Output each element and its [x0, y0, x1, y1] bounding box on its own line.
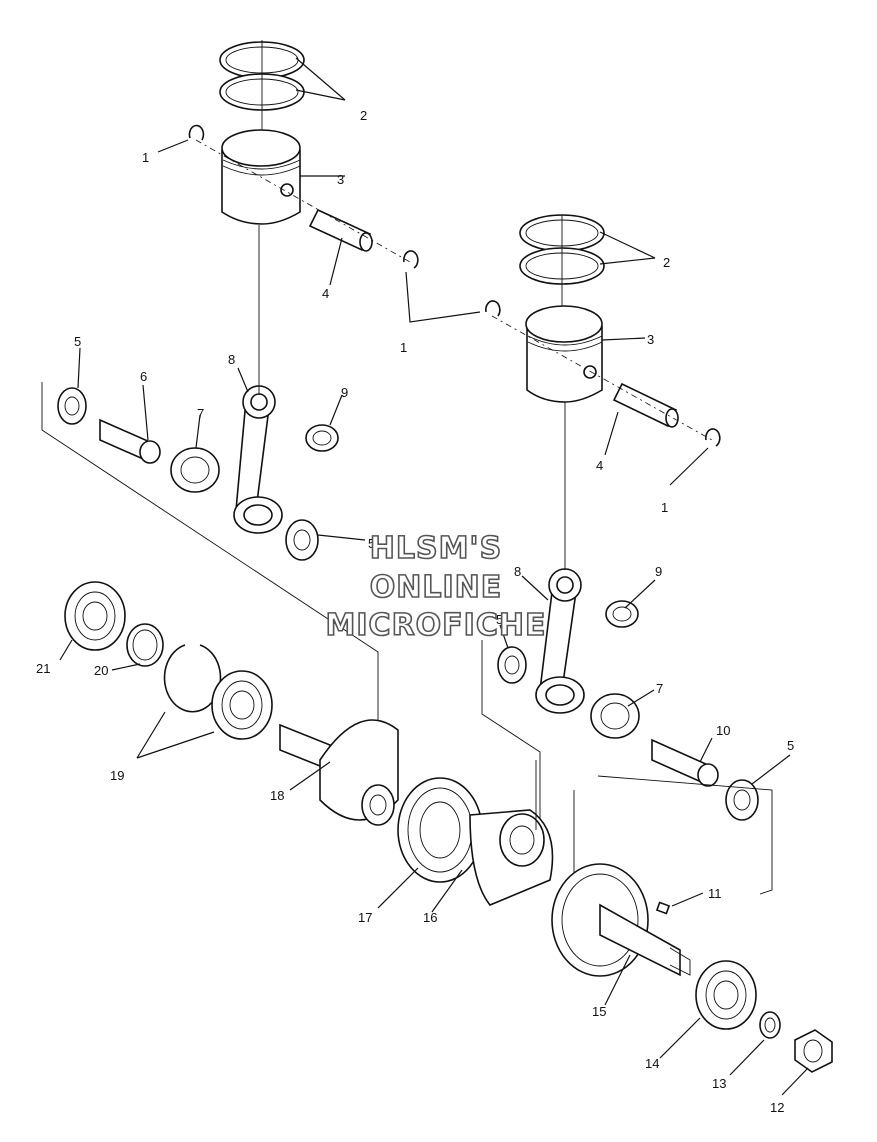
callout-label: 2 — [360, 108, 367, 123]
main-bearing-left-inner — [211, 670, 273, 740]
circlip-mid — [485, 300, 501, 317]
watermark-line-3: MICROFICHE — [326, 608, 547, 643]
callout-label: 5 — [368, 536, 375, 551]
callout-label: 6 — [140, 369, 147, 384]
callout-label: 9 — [341, 385, 348, 400]
callout-label: 15 — [592, 1004, 606, 1019]
hex-nut — [794, 1029, 833, 1073]
callout-label: 21 — [36, 661, 50, 676]
callout-label: 2 — [663, 255, 670, 270]
lock-washer — [759, 1011, 781, 1039]
callout-label: 5 — [496, 612, 503, 627]
callout-label: 9 — [655, 564, 662, 579]
callout-label: 17 — [358, 910, 372, 925]
oil-seal-ring — [126, 623, 164, 667]
callout-label: 14 — [645, 1056, 659, 1071]
crankshaft-half-right — [551, 863, 691, 977]
callout-label: 19 — [110, 768, 124, 783]
piston-lower-right — [525, 305, 603, 403]
thrust-washer-mid — [285, 519, 319, 561]
needle-bearing-large-left — [170, 447, 220, 493]
piston-upper-left — [221, 129, 301, 225]
callout-label: 10 — [716, 723, 730, 738]
callout-label: 3 — [337, 172, 344, 187]
callout-label: 5 — [787, 738, 794, 753]
callout-label: 1 — [142, 150, 149, 165]
callout-label: 16 — [423, 910, 437, 925]
thrust-washer-left — [57, 387, 87, 425]
circlip-upper-right — [403, 250, 419, 269]
callout-label: 11 — [708, 886, 722, 901]
piston-pin-upper — [308, 208, 373, 252]
snap-ring — [163, 644, 222, 713]
woodruff-key — [655, 901, 671, 915]
callout-label: 8 — [514, 564, 521, 579]
callout-label: 5 — [74, 334, 81, 349]
callout-label: 7 — [656, 681, 663, 696]
main-bearing-right — [695, 960, 757, 1030]
crankpin-left — [99, 418, 161, 464]
callout-label: 1 — [661, 500, 668, 515]
circlip-upper-left — [188, 124, 205, 141]
crankshaft-half-left — [279, 719, 399, 826]
callout-label: 20 — [94, 663, 108, 678]
callout-label: 12 — [770, 1100, 784, 1115]
watermark-line-2: ONLINE — [370, 570, 503, 605]
watermark: HLSM'S ONLINE MICROFICHE — [325, 530, 547, 644]
callout-label: 7 — [197, 406, 204, 421]
crankshaft-center — [469, 809, 554, 906]
needle-bearing-large-right — [590, 693, 640, 739]
connecting-rod-left — [233, 385, 283, 534]
callout-label: 4 — [596, 458, 603, 473]
piston-pin-lower — [612, 382, 679, 428]
piston-rings-upper-left — [219, 40, 305, 140]
leader-lines — [59, 57, 809, 1096]
watermark-line-1: HLSM'S — [370, 531, 502, 566]
callout-label: 1 — [400, 340, 407, 355]
connecting-rod-right — [535, 568, 585, 714]
main-bearing-left — [64, 581, 126, 651]
callout-label: 3 — [647, 332, 654, 347]
needle-bearing-small-right — [605, 600, 639, 628]
piston-rings-upper-right — [519, 214, 605, 310]
thrust-washer-right-b — [725, 779, 759, 821]
circlip-lower-right — [705, 428, 721, 447]
callout-label: 18 — [270, 788, 284, 803]
needle-bearing-small-left — [305, 424, 339, 452]
labyrinth-seal — [397, 777, 483, 883]
callout-label: 8 — [228, 352, 235, 367]
thrust-washer-right-a — [497, 646, 527, 684]
callout-label: 4 — [322, 286, 329, 301]
callout-label: 13 — [712, 1076, 726, 1091]
